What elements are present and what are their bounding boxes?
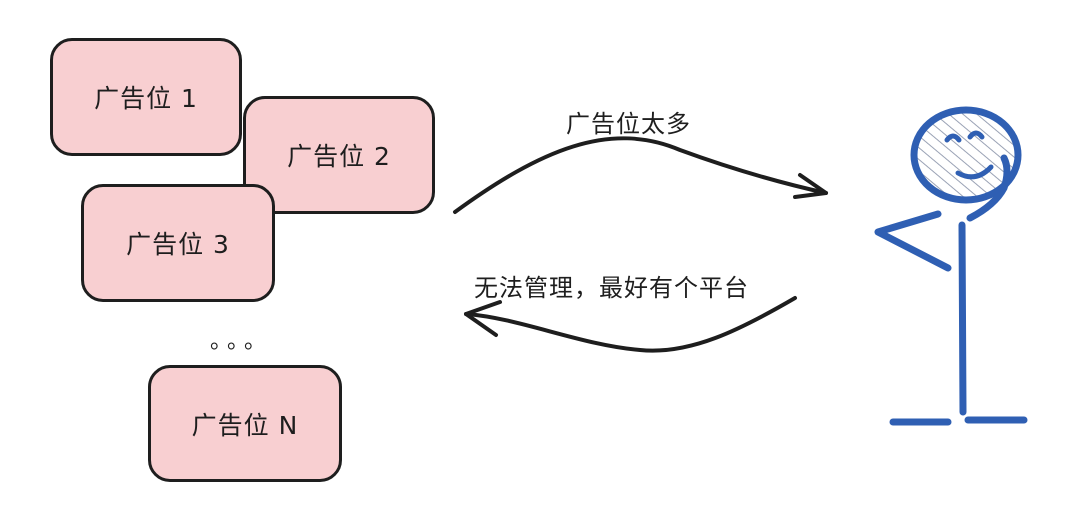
person-eye-left xyxy=(944,133,962,143)
person-eye-right xyxy=(967,130,985,140)
ad-slot-n-card: 广告位 N xyxy=(148,365,342,482)
person-head xyxy=(910,106,1022,204)
ad-slot-2-label: 广告位 2 xyxy=(287,142,391,171)
ad-slot-2-card: 广告位 2 xyxy=(243,96,435,214)
ad-slot-1-label: 广告位 1 xyxy=(94,84,198,113)
bottom-arrow-label: 无法管理，最好有个平台 xyxy=(474,274,749,302)
ad-slot-n-label: 广告位 N xyxy=(191,410,299,440)
arrow-to-cards xyxy=(464,296,797,353)
arrow-to-person-head xyxy=(793,173,828,199)
arrow-to-person xyxy=(453,136,828,214)
person-figure xyxy=(874,106,1028,426)
person-body xyxy=(958,221,967,416)
person-arm-left xyxy=(874,210,952,272)
ad-slot-3-card: 广告位 3 xyxy=(81,184,275,302)
top-arrow-label: 广告位太多 xyxy=(566,110,691,138)
ad-slot-3-label: 广告位 3 xyxy=(126,230,230,259)
person-arm-right xyxy=(966,154,1011,222)
ellipsis: 。。。 xyxy=(210,329,273,354)
person-mouth xyxy=(955,164,994,180)
ad-slot-1-card: 广告位 1 xyxy=(50,38,242,156)
arrow-to-cards-head xyxy=(464,300,502,337)
